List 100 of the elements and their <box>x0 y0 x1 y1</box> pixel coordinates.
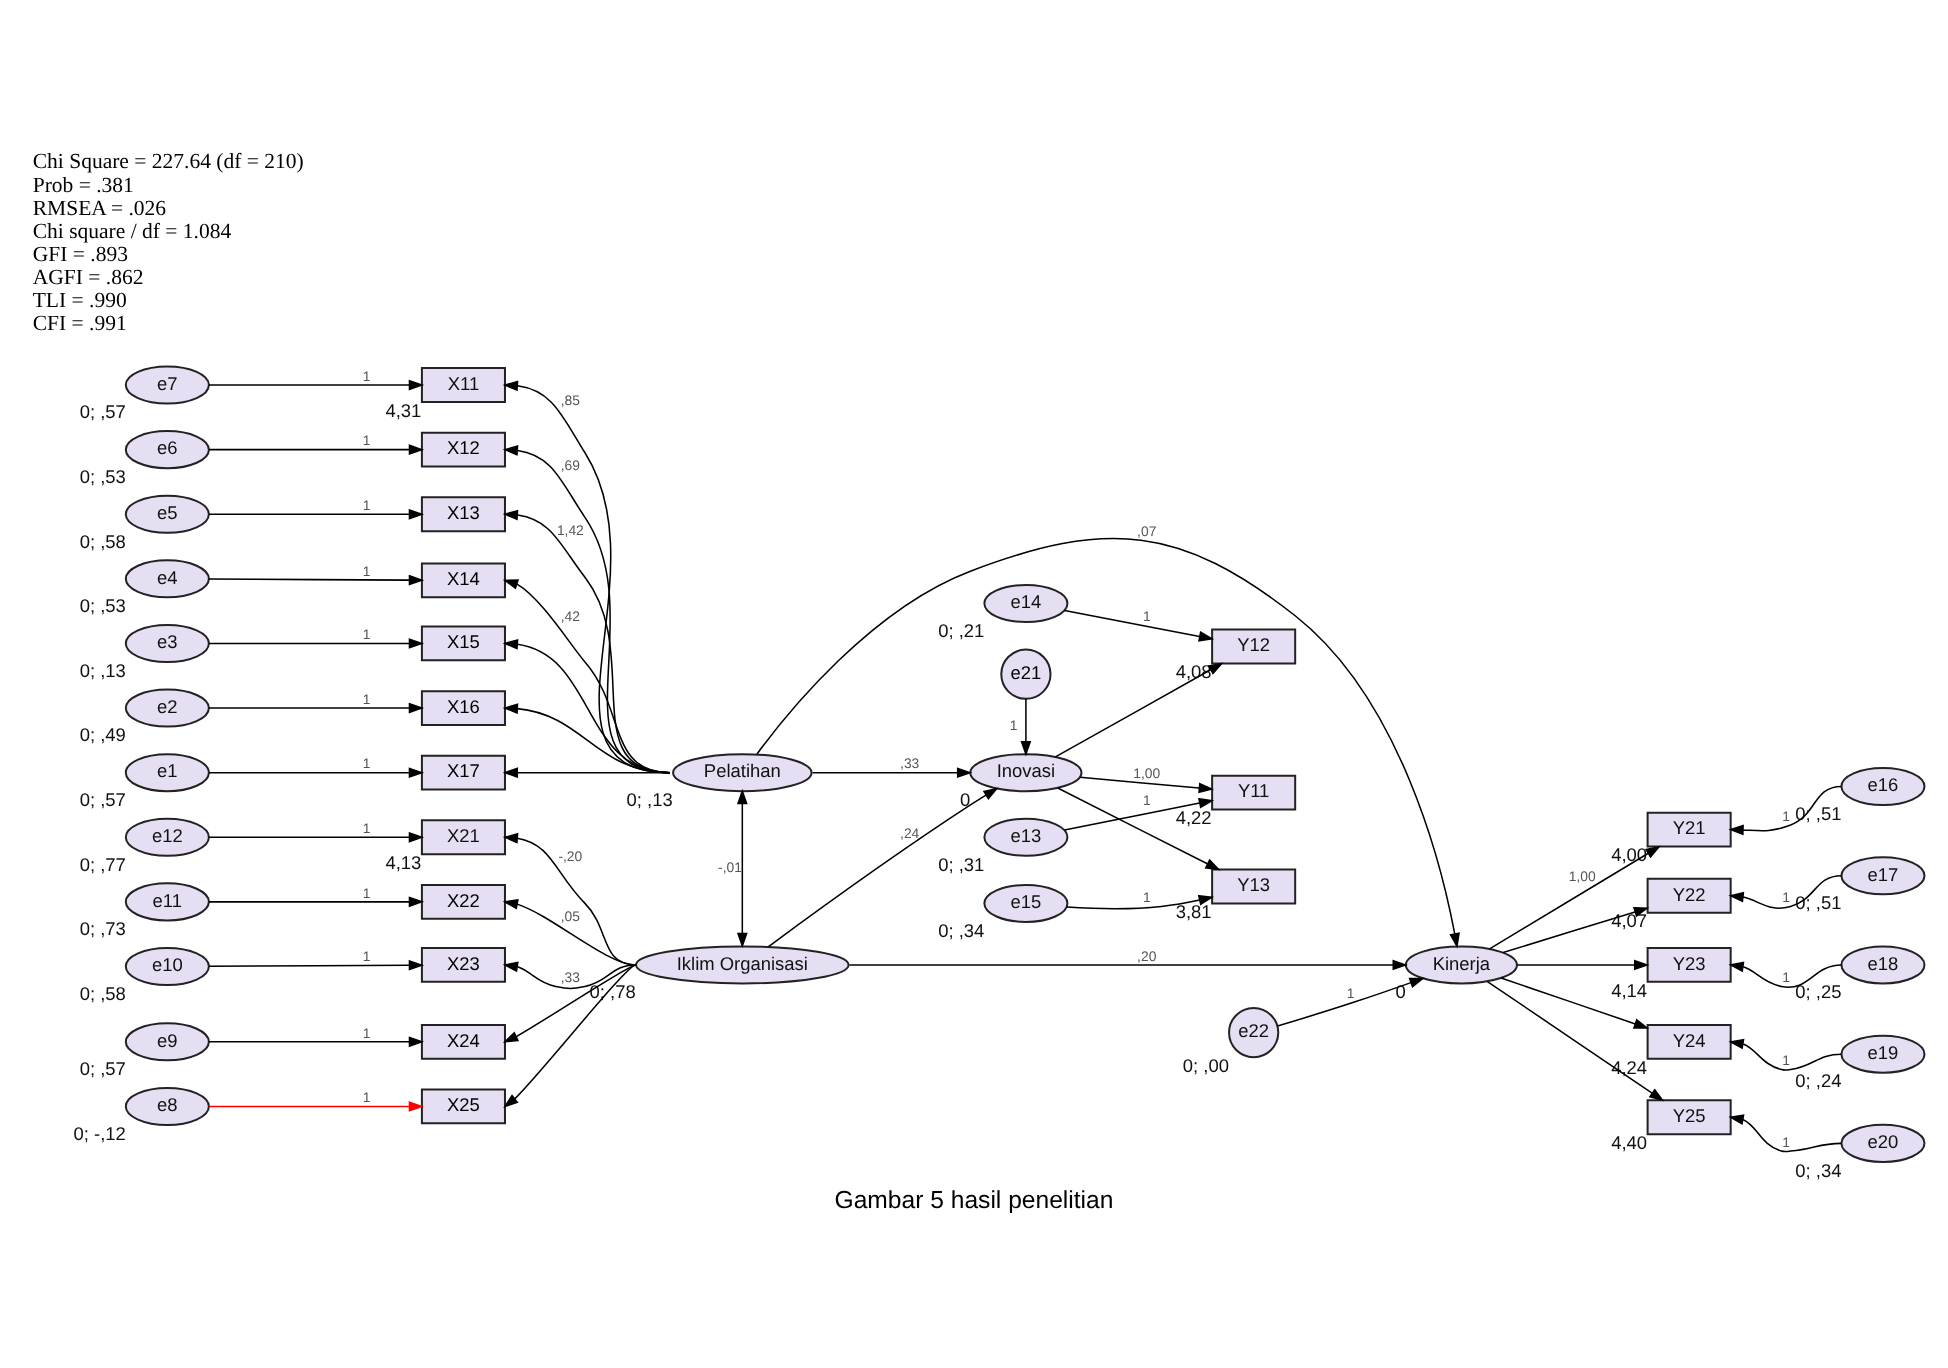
arrow <box>848 958 1408 970</box>
node-ellipse: e20 <box>1840 1122 1926 1162</box>
node-box: Y21 <box>1646 810 1732 847</box>
node-label: 0; ,53 <box>79 595 126 616</box>
node-box: X15 <box>420 624 506 661</box>
arrow <box>1500 976 1650 1028</box>
arrow <box>208 573 425 585</box>
node-ellipse: e6 <box>124 429 210 469</box>
node-label: 0; ,25 <box>1795 981 1842 1002</box>
arrow <box>208 766 425 778</box>
node-box: X24 <box>420 1022 506 1059</box>
node-label: 0 <box>959 788 971 809</box>
node-box: Y22 <box>1646 876 1732 913</box>
node-ellipse: Pelatihan <box>672 752 813 792</box>
node-ellipse: e14 <box>983 582 1069 622</box>
node-label: 0; ,57 <box>79 788 126 809</box>
node-ellipse: e5 <box>124 493 210 533</box>
node-box: X25 <box>420 1087 506 1124</box>
label: CFI = .991 <box>32 310 127 335</box>
arrow <box>1054 661 1224 757</box>
node-label: 0; ,00 <box>1182 1055 1230 1075</box>
node-label: 0 <box>1395 981 1406 1002</box>
arrow <box>208 637 425 648</box>
caption: Gambar 5 hasil penelitian <box>834 1184 1114 1213</box>
node-ellipse: Inovasi <box>969 752 1083 792</box>
node-label: 4,40 <box>1611 1131 1648 1152</box>
label: Chi Square = 227.64 (df = 210) <box>32 149 304 174</box>
node-circle: e22 <box>1228 1006 1280 1058</box>
node-label: 0; ,13 <box>79 659 126 680</box>
arrow <box>208 507 425 519</box>
arrow <box>208 378 425 390</box>
arrow <box>1502 905 1650 953</box>
arrow <box>502 960 637 989</box>
node-label: 0; ,78 <box>589 981 636 1002</box>
node-ellipse: e13 <box>983 816 1069 856</box>
arrow <box>1056 786 1221 870</box>
node-box: X11 <box>420 366 506 402</box>
arrow <box>502 578 671 773</box>
arrow <box>208 1100 425 1111</box>
node-ellipse: e7 <box>124 364 210 404</box>
node-label: 0; ,58 <box>79 530 126 551</box>
arrow <box>208 701 425 713</box>
node-ellipse: e16 <box>1840 766 1926 806</box>
node-ellipse: e17 <box>1840 855 1926 895</box>
node-ellipse: e8 <box>124 1085 210 1125</box>
arrow <box>767 786 999 947</box>
node-label: 3,81 <box>1175 901 1212 922</box>
node-label: 0; ,57 <box>79 1058 126 1079</box>
node-label: 0; ,24 <box>1795 1070 1842 1091</box>
label: TLI = .990 <box>32 287 127 312</box>
arrow <box>756 536 1460 948</box>
node-label: 4,07 <box>1611 910 1648 931</box>
arrow <box>1516 958 1650 970</box>
node-box: X14 <box>420 561 506 598</box>
node-box: Y23 <box>1646 946 1732 982</box>
node-box: Y11 <box>1211 773 1297 810</box>
node-box: X13 <box>420 495 506 532</box>
node-ellipse: e18 <box>1840 944 1926 984</box>
node-label: 0; ,21 <box>938 619 985 640</box>
node-ellipse: e1 <box>124 752 210 792</box>
arrow <box>208 443 425 455</box>
arrow <box>1066 893 1215 909</box>
arrow <box>502 637 671 773</box>
node-label: 0; ,53 <box>79 465 126 486</box>
node-box: X23 <box>420 946 506 982</box>
arrow <box>1728 960 1843 987</box>
node-label: 0; ,57 <box>79 401 126 422</box>
node-box: Y12 <box>1211 627 1297 664</box>
node-label: 0; -,12 <box>73 1122 126 1143</box>
arrow <box>1728 1113 1843 1152</box>
node-ellipse: e4 <box>124 558 210 598</box>
node-ellipse: e3 <box>124 622 210 662</box>
arrow <box>502 766 671 778</box>
node-label: 4,00 <box>1611 844 1648 865</box>
node-label: 4,13 <box>385 851 422 872</box>
node-circle: e21 <box>1000 647 1052 699</box>
node-box: Y24 <box>1646 1022 1732 1059</box>
label: Chi square / df = 1.084 <box>32 218 232 243</box>
node-box: X16 <box>420 689 506 725</box>
node-box: X22 <box>420 882 506 919</box>
arrow <box>1276 976 1425 1026</box>
arrow <box>1728 784 1843 835</box>
node-ellipse: e2 <box>124 687 210 727</box>
node-label: 0; ,34 <box>938 919 985 940</box>
arrow <box>502 379 671 773</box>
node-label: 4,24 <box>1611 1056 1648 1077</box>
node-box: X21 <box>420 818 506 855</box>
node-label: 0; ,49 <box>79 724 126 745</box>
arrow <box>503 963 637 1107</box>
arrow <box>1063 608 1215 641</box>
node-ellipse: e19 <box>1840 1033 1926 1073</box>
node-box: Y25 <box>1646 1098 1732 1135</box>
node-ellipse: e12 <box>124 816 210 856</box>
arrow <box>1079 775 1214 793</box>
node-label: 0; ,77 <box>79 853 126 874</box>
node-label: 4,22 <box>1175 807 1212 828</box>
arrow <box>502 508 671 773</box>
arrow <box>1488 844 1661 949</box>
arrow <box>1728 1037 1843 1070</box>
node-label: 4,31 <box>385 399 422 420</box>
